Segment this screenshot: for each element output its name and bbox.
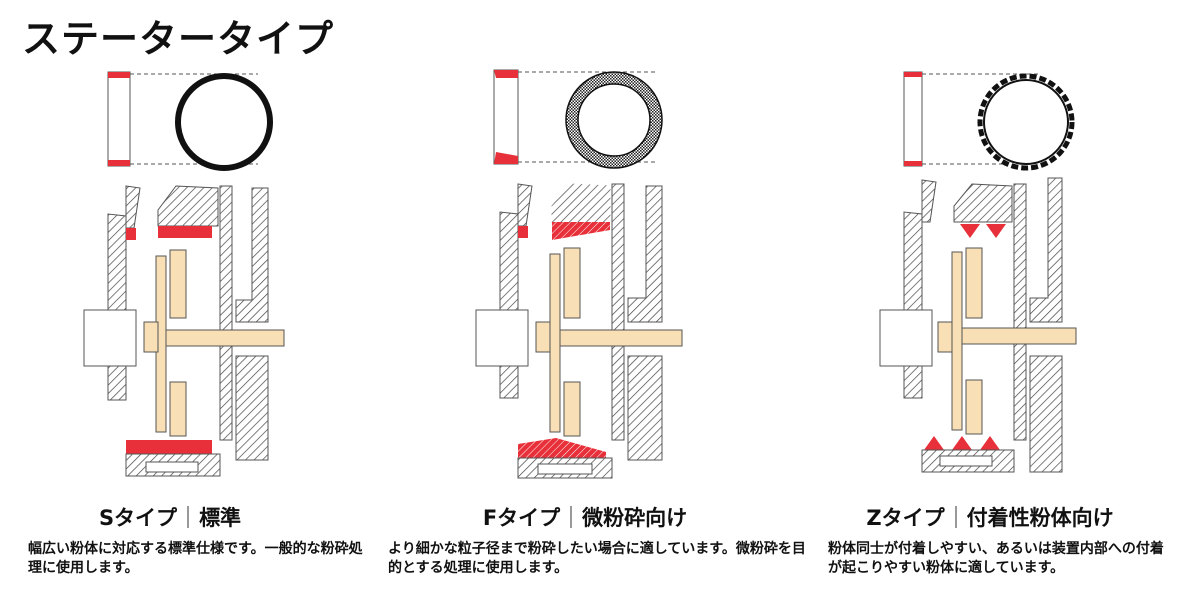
f-type-name: Fタイプ xyxy=(482,506,561,530)
heading-separator xyxy=(954,506,957,528)
panel-z-type: Zタイプ付着性粉体向け 粉体同士が付着しやすい、あるいは装置内部への付着が起こり… xyxy=(800,60,1200,600)
panel-s-type: Sタイプ標準 幅広い粉体に対応する標準仕様です。一般的な粉砕処理に使用します。 xyxy=(0,60,400,600)
s-type-diagram xyxy=(83,71,285,477)
f-type-heading: Fタイプ微粉砕向け xyxy=(385,502,785,532)
z-stator-ring xyxy=(977,73,1075,171)
s-type-description: 幅広い粉体に対応する標準仕様です。一般的な粉砕処理に使用します。 xyxy=(28,541,363,576)
f-type-diagram xyxy=(475,69,683,479)
z-type-heading: Zタイプ付着性粉体向け xyxy=(790,502,1190,532)
f-type-use: 微粉砕向け xyxy=(582,506,688,530)
heading-separator xyxy=(570,506,573,528)
s-stator-ring xyxy=(175,73,273,171)
z-cross-section xyxy=(879,177,1077,473)
f-stator-cylinder xyxy=(493,69,658,165)
z-type-description: 粉体同士が付着しやすい、あるいは装置内部への付着が起こりやすい粉体に適しています… xyxy=(828,541,1164,576)
z-type-use: 付着性粉体向け xyxy=(966,506,1114,530)
s-type-use: 標準 xyxy=(199,506,242,530)
z-type-diagram xyxy=(879,71,1077,473)
panel-f-type: Fタイプ微粉砕向け より細かな粒子径まで粉砕したい場合に適しています。微粉砕を目… xyxy=(388,60,806,600)
page-title: ステータータイプ xyxy=(22,17,335,61)
f-stator-ring xyxy=(566,72,662,168)
f-type-description: より細かな粒子径まで粉砕したい場合に適しています。微粉砕を目的とする処理に使用し… xyxy=(388,541,806,576)
s-cross-section xyxy=(83,185,285,477)
f-cross-section xyxy=(475,183,683,479)
s-type-name: Sタイプ xyxy=(98,506,178,530)
heading-separator xyxy=(187,506,190,528)
s-type-heading: Sタイプ標準 xyxy=(0,502,370,532)
z-type-name: Zタイプ xyxy=(866,506,945,530)
